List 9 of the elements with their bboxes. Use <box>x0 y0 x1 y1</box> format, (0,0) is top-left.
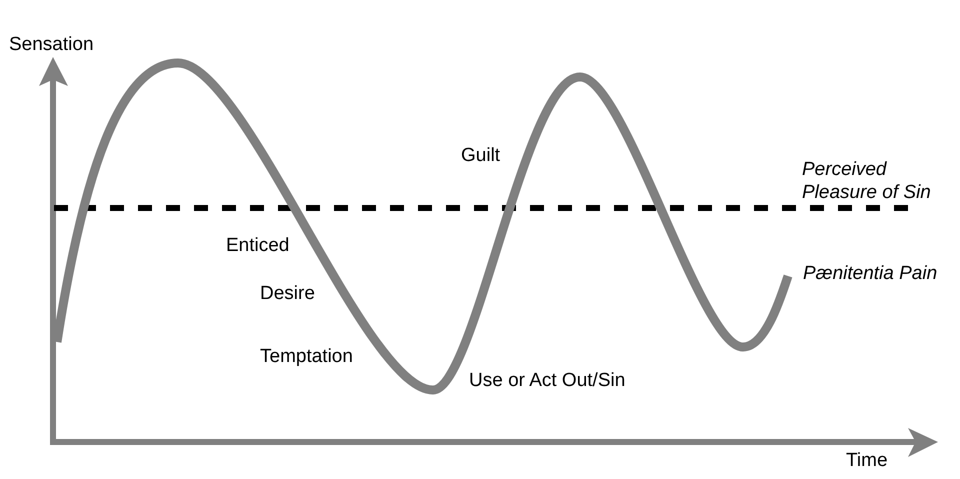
curve-label: Desire <box>260 282 315 305</box>
axis-label: Sensation <box>9 33 94 56</box>
curve-label: Temptation <box>260 345 353 368</box>
curve-label: Use or Act Out/Sin <box>469 369 626 392</box>
line-label: Perceived Pleasure of Sin <box>802 158 932 204</box>
axis-label: Time <box>846 449 888 472</box>
curve-label: Enticed <box>226 234 290 257</box>
curve-label: Pænitentia Pain <box>803 262 938 285</box>
curve-label: Guilt <box>461 144 500 167</box>
